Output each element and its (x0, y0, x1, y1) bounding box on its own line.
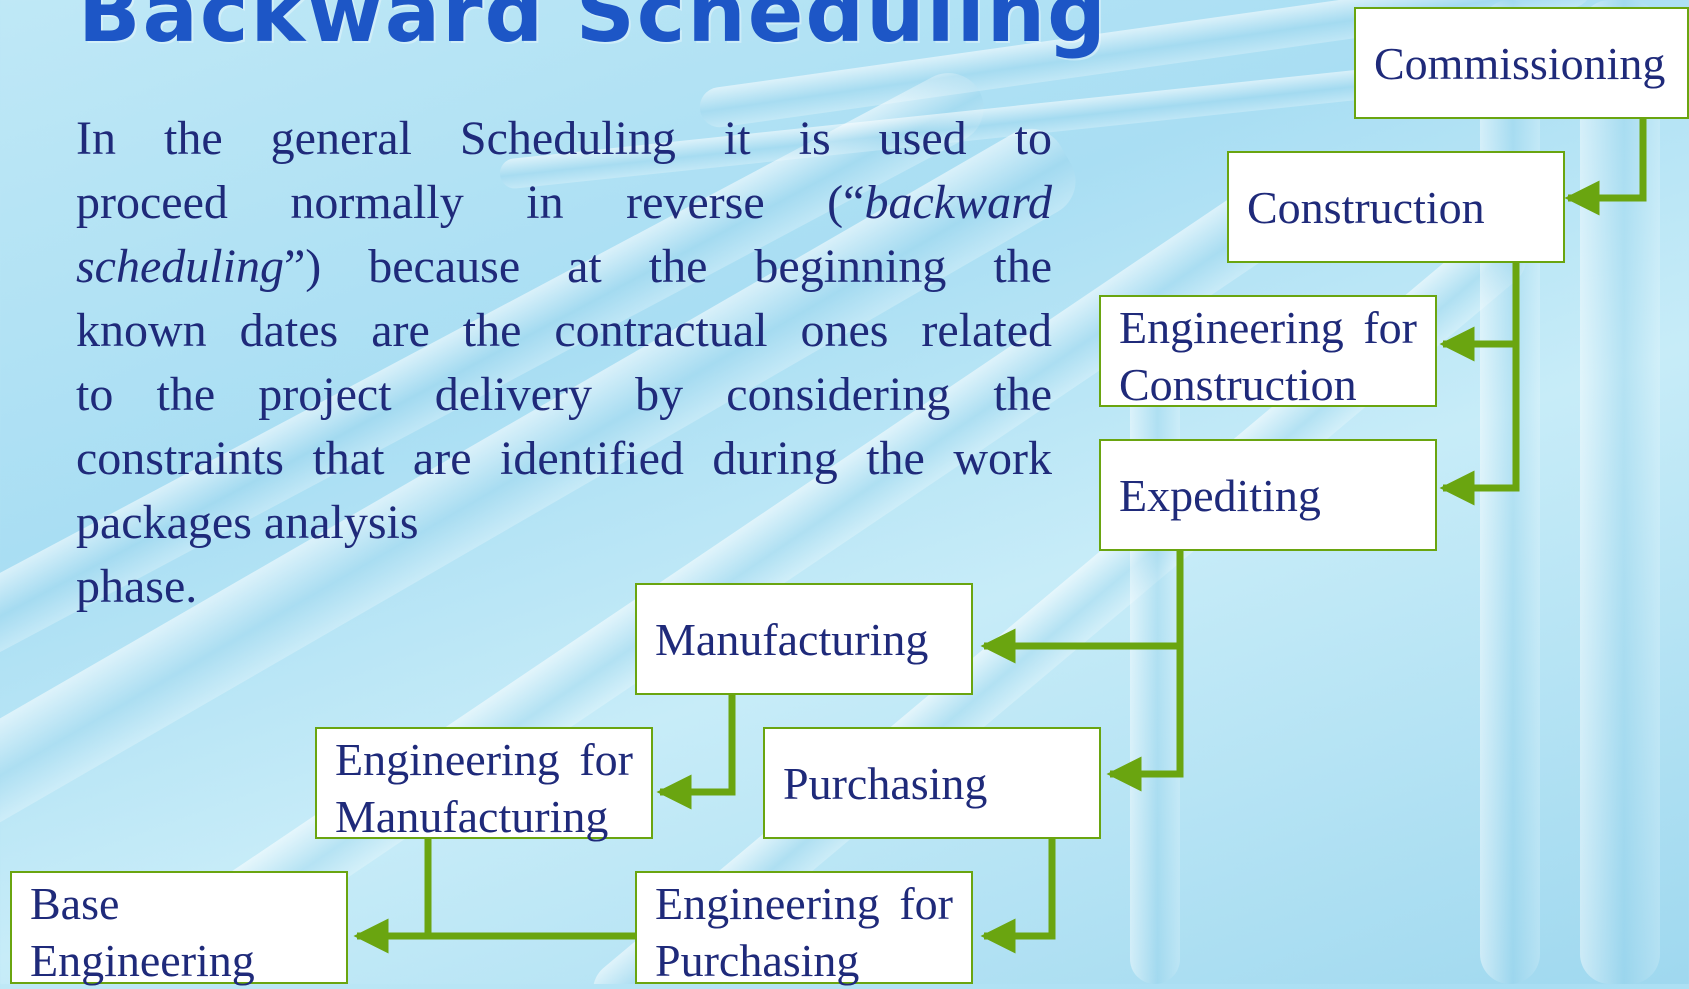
step-label: Manufacturing (655, 613, 929, 665)
step-base-engineering: Base Engineering (10, 871, 348, 986)
step-label: Engineering (30, 935, 255, 986)
step-label: Purchasing (655, 935, 860, 986)
paragraph-line: to the project delivery by considering t… (76, 368, 1052, 421)
step-label: Engineering for (1119, 302, 1417, 353)
arrow-purchasing-to-eng-purchasing (980, 839, 1056, 954)
paragraph-line: constraints that are identified during t… (76, 432, 1052, 485)
arrow-expediting-to-purchasing (1106, 646, 1184, 792)
description-paragraph: In the general Scheduling it is used to … (76, 107, 1052, 619)
arrow-construction-to-expediting (1439, 344, 1520, 506)
step-construction: Construction (1227, 151, 1565, 263)
arrow-manufacturing-to-eng-manufacturing (656, 695, 736, 810)
paragraph-line: phase. (76, 560, 198, 613)
step-expediting: Expediting (1099, 439, 1437, 551)
step-engineering-for-manufacturing: Engineering for Manufacturing (315, 727, 653, 842)
step-label: Purchasing (783, 757, 988, 809)
step-label: Construction (1119, 359, 1357, 410)
step-manufacturing: Manufacturing (635, 583, 973, 695)
paragraph-line: known dates are the contractual ones rel… (76, 304, 1052, 357)
step-label: Manufacturing (335, 791, 609, 842)
arrow-commissioning-to-construction (1564, 118, 1647, 216)
slide-title: Backward Scheduling (78, 0, 1108, 61)
step-purchasing: Purchasing (763, 727, 1101, 839)
paragraph-line: scheduling”) because at the beginning th… (76, 240, 1052, 293)
step-label: Expediting (1119, 469, 1321, 521)
step-label: Construction (1247, 181, 1485, 233)
step-commissioning: Commissioning (1354, 7, 1689, 119)
paragraph-line: proceed normally in reverse (“backward (76, 176, 1052, 229)
step-label: Base (30, 878, 120, 929)
step-engineering-for-purchasing: Engineering for Purchasing (635, 871, 973, 986)
step-label: Engineering for (655, 878, 953, 929)
step-label: Commissioning (1374, 37, 1666, 89)
paragraph-line: packages analysis (76, 496, 419, 549)
arrow-construction-to-eng-construction (1439, 262, 1520, 362)
arrow-expediting-to-manufacturing (980, 551, 1184, 664)
step-engineering-for-construction: Engineering for Construction (1099, 295, 1437, 410)
paragraph-line: In the general Scheduling it is used to (76, 112, 1052, 165)
step-label: Engineering for (335, 734, 633, 785)
